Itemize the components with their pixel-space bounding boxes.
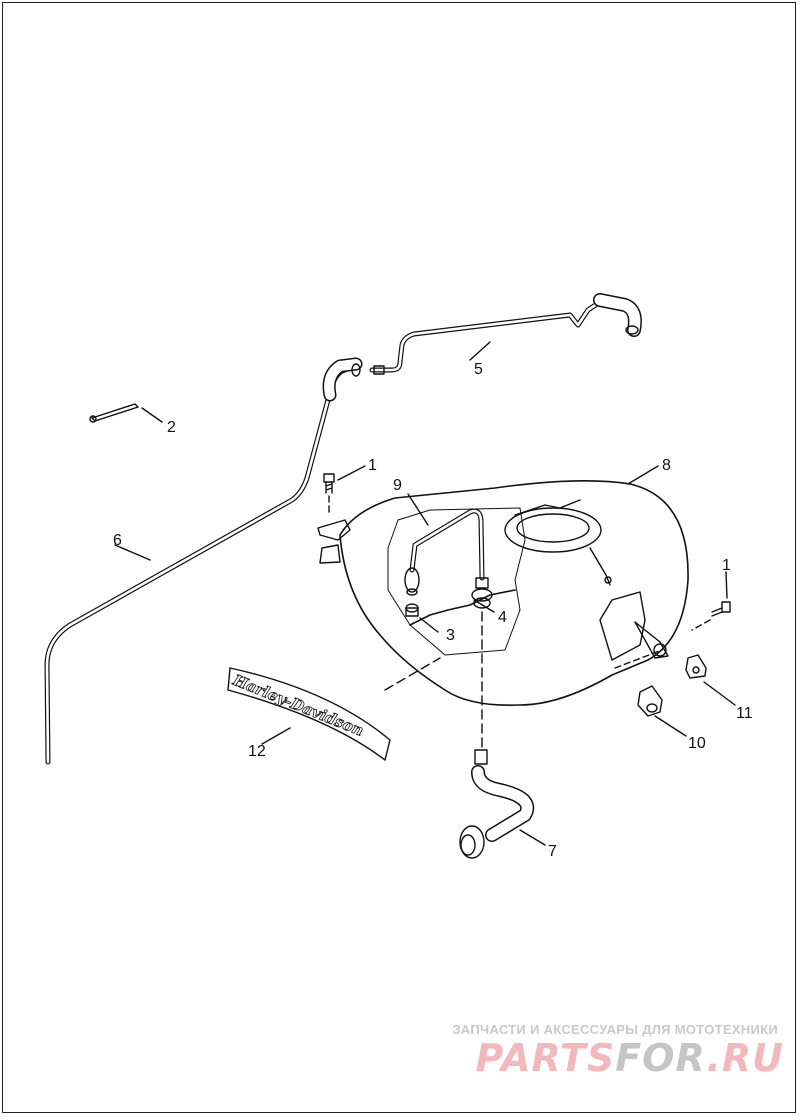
- callout-1-right: 1: [722, 557, 731, 574]
- emblem-leader: [384, 657, 441, 691]
- watermark-logo-part1: PARTS: [475, 1036, 616, 1080]
- callout-5: 5: [474, 361, 483, 378]
- fitting-part-3: [405, 603, 419, 617]
- fuel-tank-part-8: [317, 480, 689, 707]
- watermark-logo-part3: .RU: [706, 1036, 784, 1080]
- emblem-text: Harley-Davidson: [230, 671, 367, 740]
- callout-12: 12: [248, 743, 266, 760]
- clip-part-11: [685, 654, 707, 679]
- bolt-part-1-top: [323, 473, 335, 516]
- fuel-line-part-9: [404, 508, 485, 596]
- fitting-part-4: [471, 577, 493, 751]
- callout-10: 10: [688, 735, 706, 752]
- callout-4: 4: [498, 609, 507, 626]
- fuel-hose-part-7: [459, 749, 535, 859]
- watermark-logo-part2: FOR: [615, 1036, 707, 1080]
- callout-6: 6: [113, 532, 122, 549]
- pin-part-2: [89, 403, 139, 423]
- watermark-tagline: ЗАПЧАСТИ И АКСЕССУАРЫ ДЛЯ МОТОТЕХНИКИ: [452, 1022, 778, 1037]
- callout-8: 8: [662, 457, 671, 474]
- vent-hose-part-6: [44, 357, 363, 765]
- callout-1-top: 1: [368, 457, 377, 474]
- grommet-part-10: [637, 685, 663, 717]
- vent-line-part-5: [369, 293, 642, 375]
- callout-3: 3: [446, 627, 455, 644]
- bolt-part-1-right: [691, 601, 731, 631]
- callout-7: 7: [548, 843, 557, 860]
- callout-2: 2: [167, 419, 176, 436]
- watermark-logo: PARTSFOR.RU: [476, 1036, 784, 1080]
- callout-11: 11: [736, 705, 753, 722]
- callout-9: 9: [393, 477, 402, 494]
